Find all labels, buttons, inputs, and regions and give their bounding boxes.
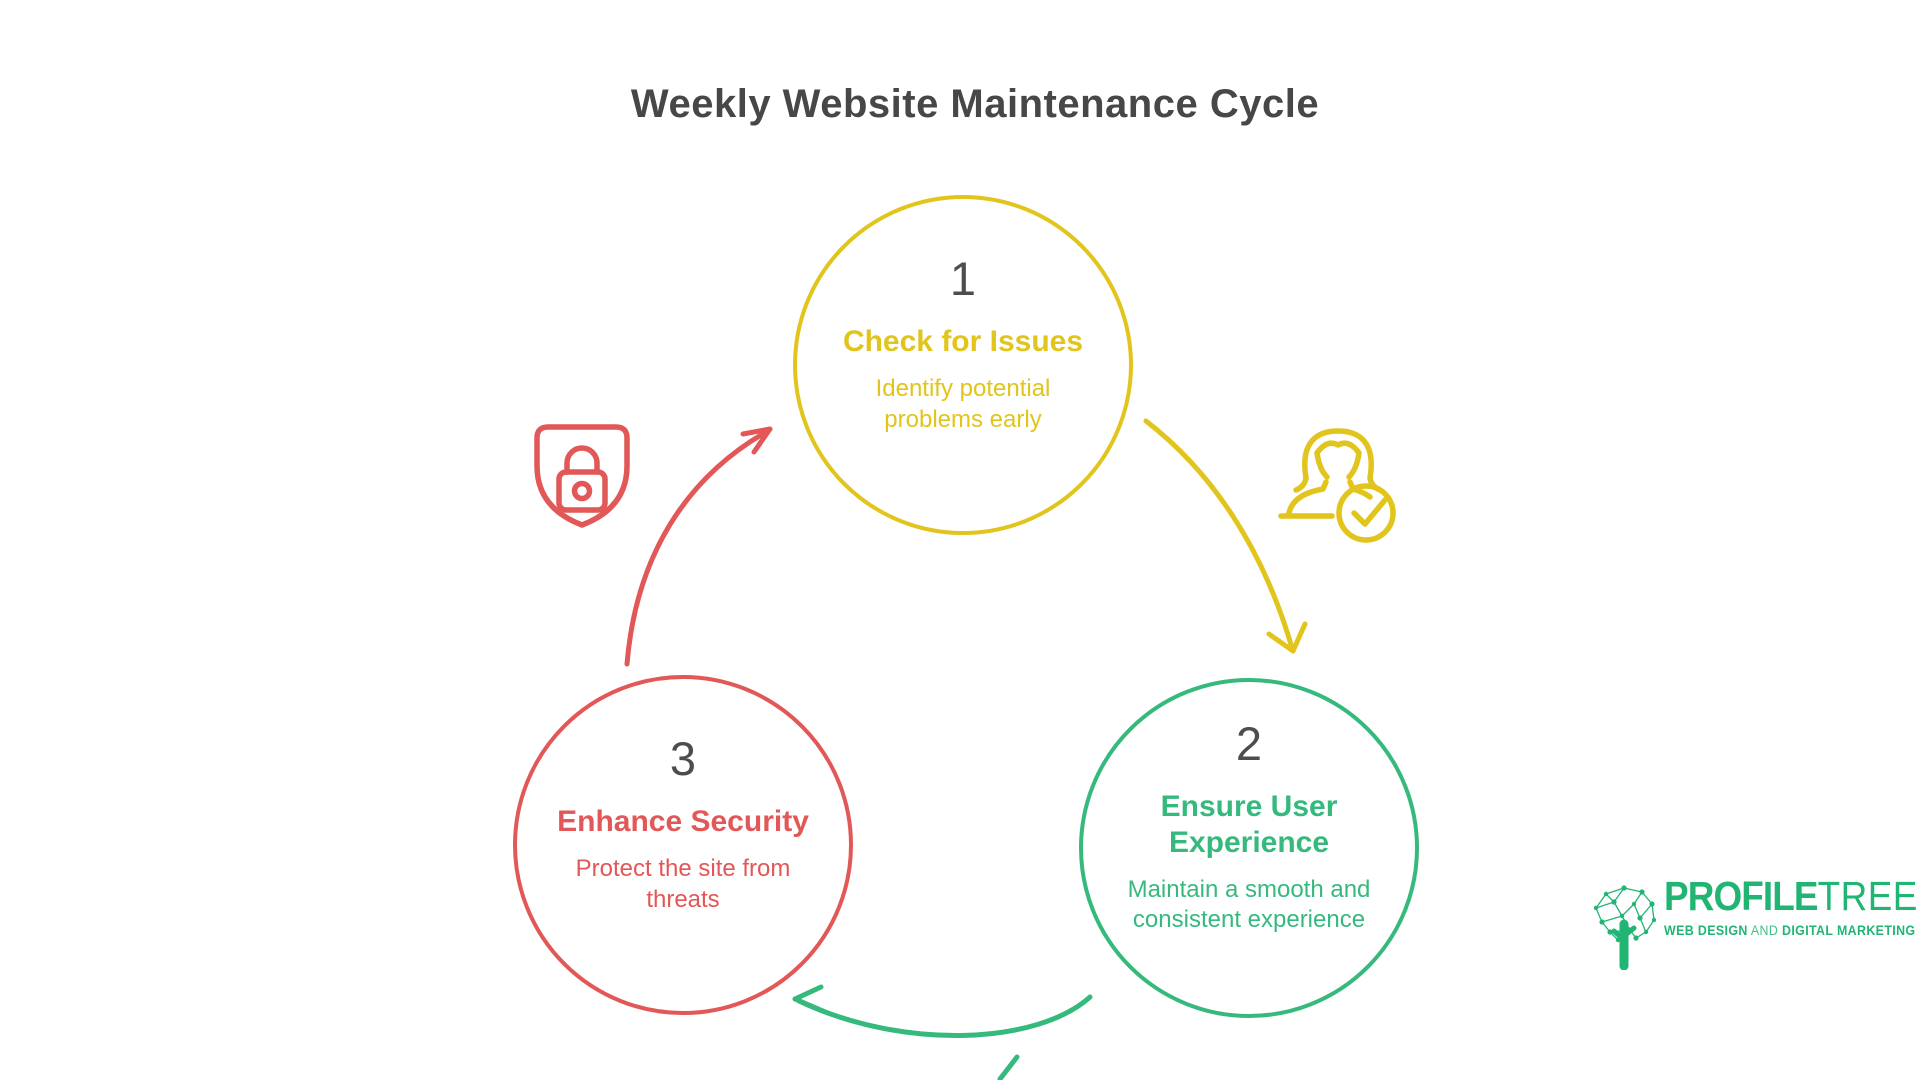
step-description: Maintain a smooth and consistent experie…: [1127, 876, 1371, 934]
logo-wordmark-secondary: TREE: [1817, 873, 1918, 919]
step-number: 1: [949, 252, 977, 306]
logo-wordmark-primary: PROFILE: [1664, 873, 1819, 919]
logo-tagline-part1: WEB DESIGN: [1664, 923, 1748, 938]
profiletree-logo-icon: [1593, 885, 1657, 970]
step-description: Protect the site from threats: [575, 855, 791, 913]
cutoff-green-mark: [997, 1054, 1020, 1080]
step-label: Enhance Security: [557, 805, 809, 839]
arrow-step3-to-step1: [624, 426, 773, 667]
step-description: Identify potential problems early: [875, 375, 1051, 433]
logo-tagline: WEB DESIGN AND DIGITAL MARKETING: [1664, 924, 1915, 938]
step-label: Ensure User Experience: [1160, 790, 1338, 859]
shield-lock-icon: [534, 424, 630, 528]
user-check-icon: [1278, 428, 1396, 543]
logo-tagline-part2: DIGITAL MARKETING: [1782, 923, 1916, 938]
step-label: Check for Issues: [842, 325, 1084, 359]
step-circle-enhance-security: 3 Enhance Security Protect the site from…: [513, 675, 853, 1015]
logo-wordmark: PROFILETREE: [1664, 876, 1918, 917]
step-circle-check-for-issues: 1 Check for Issues Identify potential pr…: [793, 195, 1133, 535]
arrow-step2-to-step3: [792, 984, 1093, 1080]
step-circle-ensure-user-experience: 2 Ensure User Experience Maintain a smoo…: [1079, 678, 1419, 1018]
step-number: 3: [669, 732, 697, 786]
logo-tagline-and: AND: [1750, 923, 1779, 938]
step-number: 2: [1235, 717, 1263, 771]
page-title: Weekly Website Maintenance Cycle: [630, 82, 1320, 126]
profiletree-logo: PROFILETREE WEB DESIGN AND DIGITAL MARKE…: [1588, 876, 1918, 970]
arrow-step1-to-step2: [1143, 418, 1308, 654]
